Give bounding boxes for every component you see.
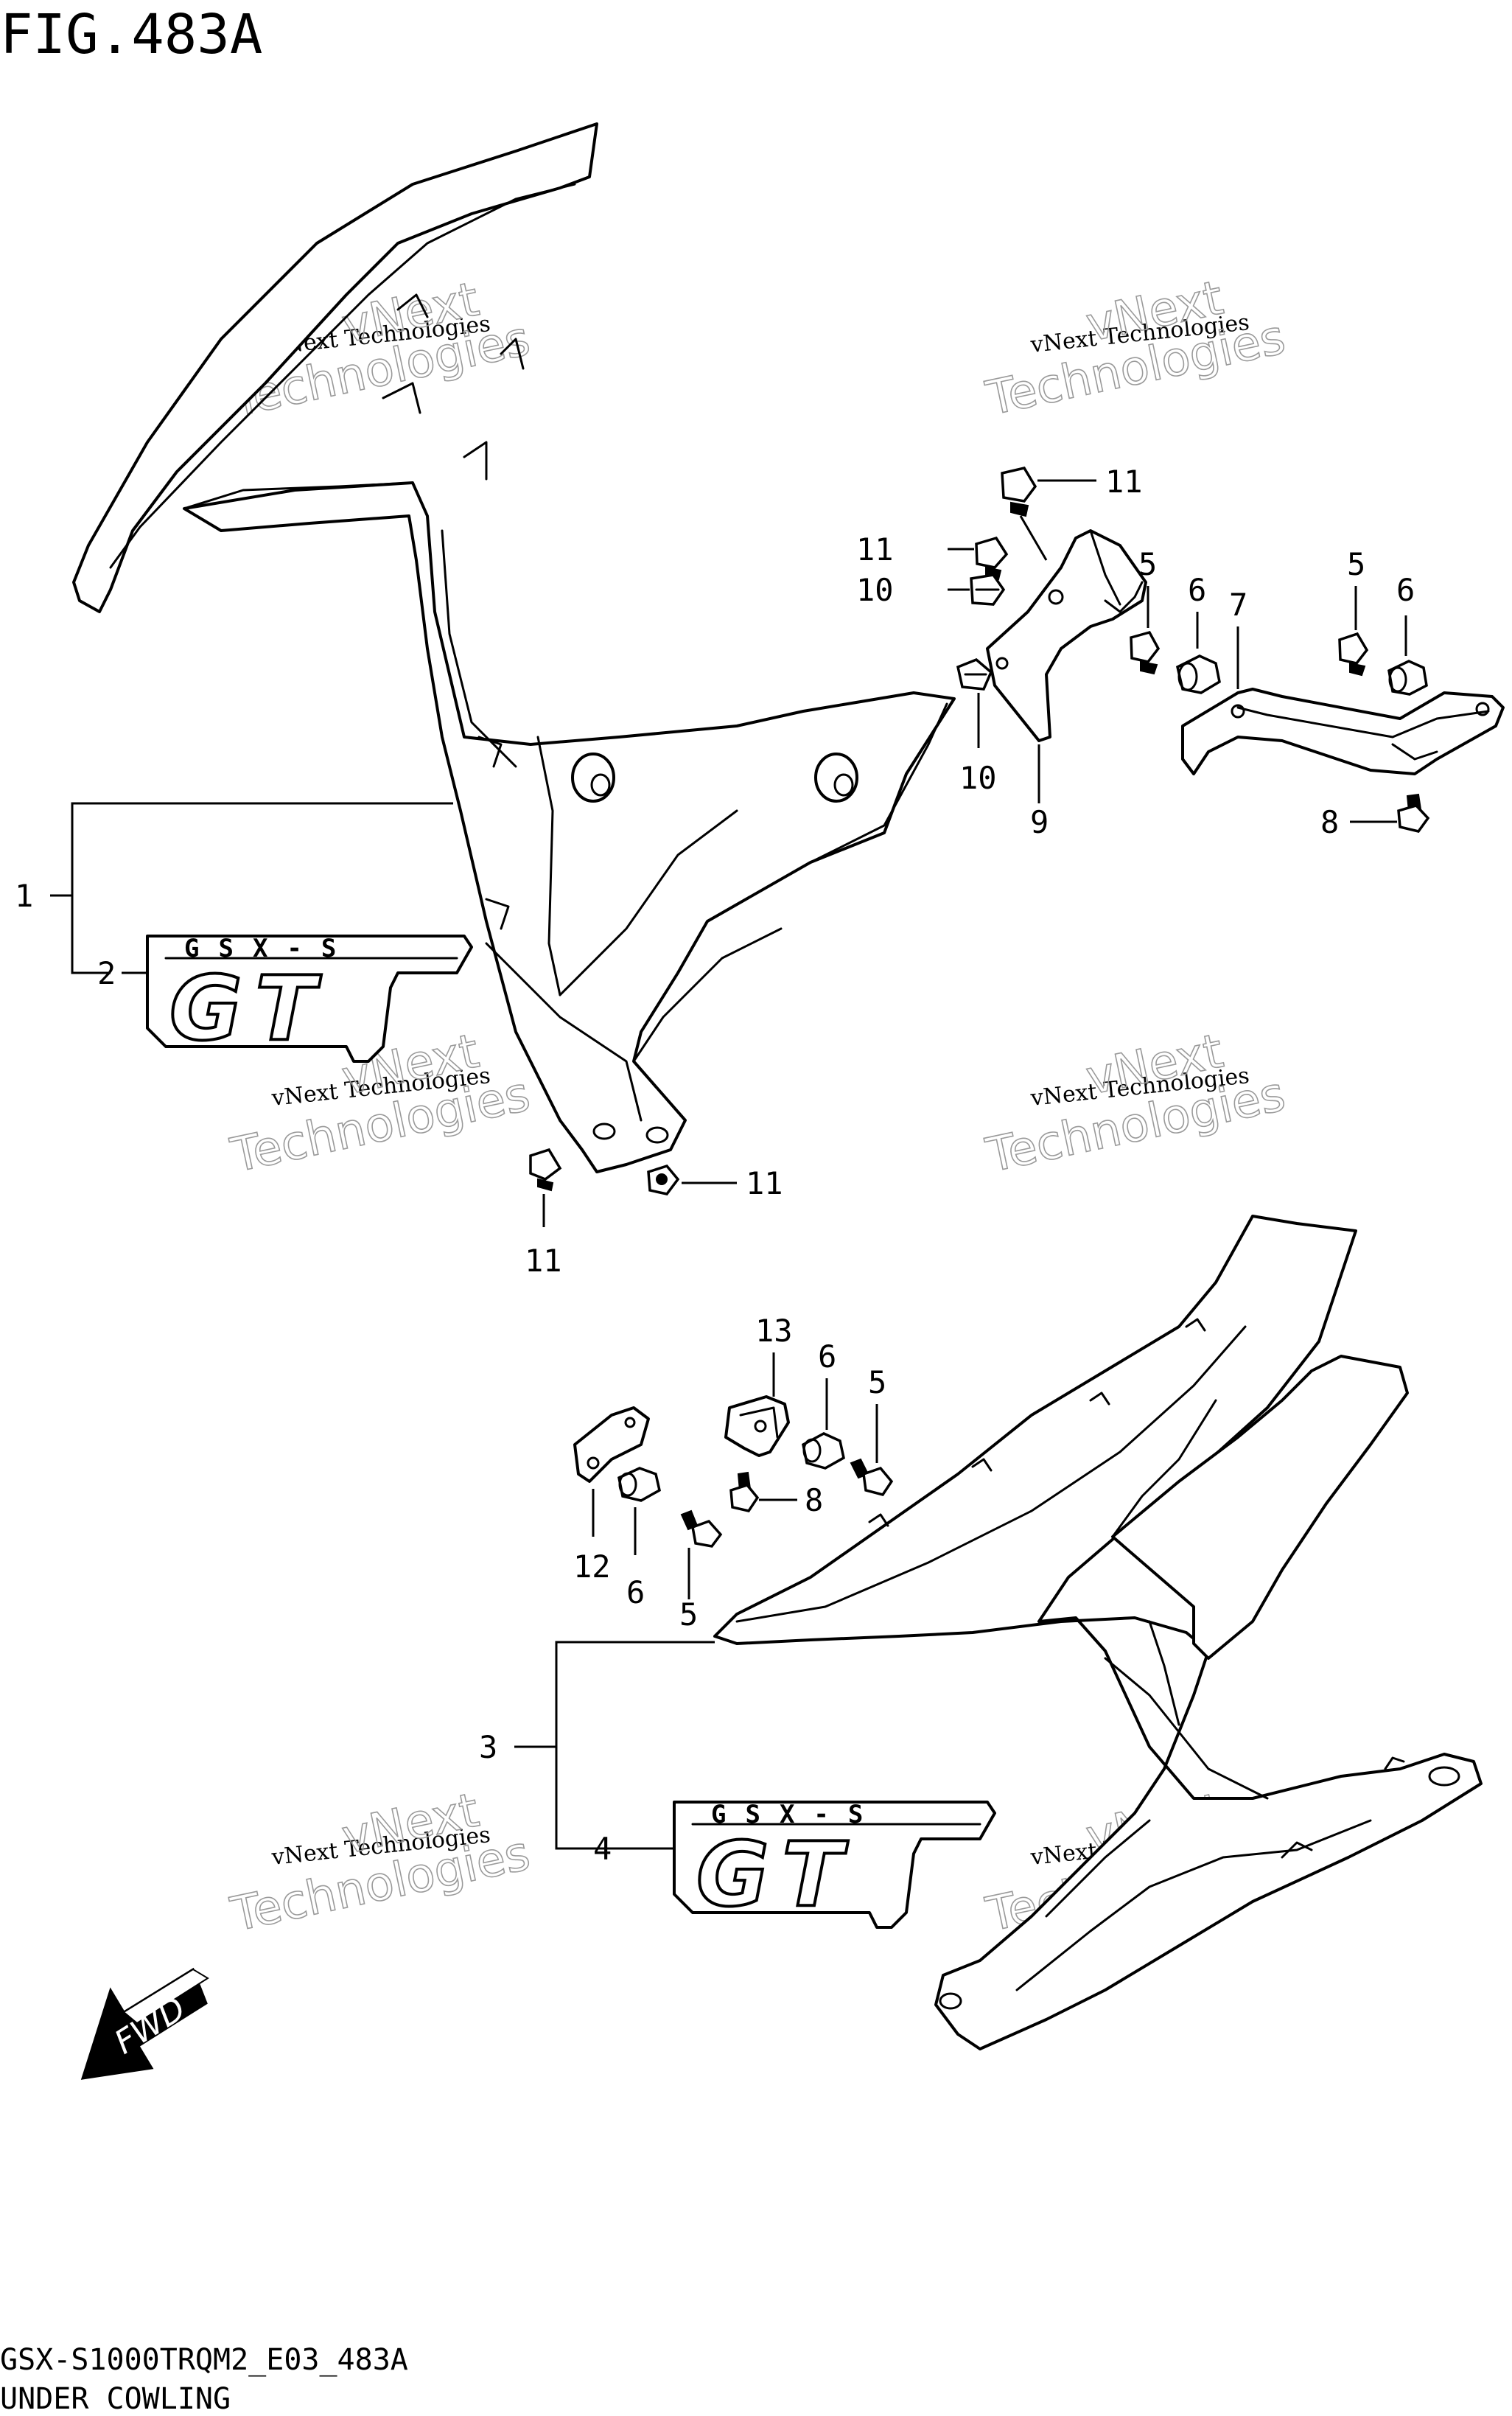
- bolt-11-mid[interactable]: [975, 536, 1009, 581]
- emblem-top-text: GSX-S: [711, 1800, 882, 1829]
- callout-10-upper: 10: [856, 572, 894, 608]
- callout-8-top: 8: [1320, 804, 1339, 840]
- callout-11-lower-left: 11: [525, 1243, 562, 1279]
- nut-10-upper[interactable]: [970, 573, 1006, 606]
- collar-6-right[interactable]: [1387, 660, 1428, 696]
- callout-4: 4: [593, 1831, 612, 1867]
- bracket-1-2: [71, 802, 453, 974]
- collar-6-lower-left[interactable]: [617, 1467, 661, 1502]
- callout-10-lower: 10: [959, 760, 997, 796]
- bolt-11-lower-right[interactable]: [647, 1164, 680, 1195]
- emblem-main-text: GT: [169, 958, 330, 1061]
- collar-6-left[interactable]: [1175, 654, 1221, 694]
- under-cowling-upper-part[interactable]: [72, 122, 956, 1173]
- callout-12: 12: [573, 1549, 611, 1585]
- callout-5-top-right: 5: [1347, 546, 1365, 582]
- bolt-5-lower-right[interactable]: [850, 1458, 894, 1497]
- watermark-top-right: vNext Technologies vNext Technologies: [981, 270, 1290, 427]
- nut-10-lower[interactable]: [956, 657, 993, 691]
- callout-6-top-left: 6: [1188, 572, 1206, 608]
- caption-name: UNDER COWLING: [0, 2382, 231, 2416]
- bracket-12[interactable]: [573, 1406, 650, 1483]
- callout-3: 3: [479, 1729, 497, 1765]
- callout-8-lower: 8: [805, 1482, 823, 1518]
- callout-11-lower-right: 11: [746, 1165, 783, 1201]
- callout-6-lower-right: 6: [818, 1338, 836, 1375]
- bolt-11-top[interactable]: [1001, 467, 1037, 517]
- gsx-s-gt-emblem-lower[interactable]: GSX-S GT: [673, 1800, 996, 1929]
- watermark-bottom-left: vNext Technologies vNext Technologies: [225, 1783, 535, 1944]
- callout-6-top-right: 6: [1396, 572, 1415, 608]
- callout-6-lower-left: 6: [626, 1574, 645, 1610]
- leader-11: [1019, 515, 1048, 561]
- bolt-5-left[interactable]: [1130, 630, 1161, 675]
- callout-5-top-left: 5: [1138, 546, 1157, 582]
- under-cowling-lower-part[interactable]: [713, 1215, 1483, 2050]
- forward-arrow-icon: FWD: [80, 1967, 209, 2080]
- bolt-5-lower-left[interactable]: [680, 1509, 723, 1548]
- callout-11-top: 11: [1105, 464, 1143, 500]
- callout-1: 1: [15, 878, 33, 914]
- emblem-top-text: GSX-S: [184, 934, 355, 963]
- bolt-8-lower[interactable]: [729, 1471, 760, 1512]
- callout-13: 13: [755, 1313, 793, 1349]
- callout-9: 9: [1030, 804, 1049, 840]
- watermark-mid-right: vNext Technologies vNext Technologies: [981, 1024, 1290, 1184]
- bracket-13[interactable]: [724, 1395, 790, 1457]
- bolt-11-lower-left[interactable]: [529, 1148, 562, 1192]
- bracket-3-4: [555, 1641, 715, 1850]
- callout-5-lower-right: 5: [868, 1364, 886, 1400]
- figure-title: FIG.483A: [0, 3, 262, 66]
- bolt-5-right[interactable]: [1338, 632, 1369, 677]
- callout-2: 2: [97, 955, 116, 991]
- callout-5-lower-left: 5: [679, 1596, 698, 1633]
- callout-7: 7: [1229, 587, 1247, 623]
- callout-11-mid: 11: [856, 531, 894, 568]
- bolt-8-top[interactable]: [1397, 793, 1430, 833]
- gsx-s-gt-emblem-upper[interactable]: GSX-S GT: [146, 934, 473, 1063]
- bracket-9[interactable]: [986, 529, 1147, 742]
- collar-6-lower-right[interactable]: [802, 1432, 845, 1470]
- emblem-main-text: GT: [696, 1824, 857, 1927]
- caption-code: GSX-S1000TRQM2_E03_483A: [0, 2343, 408, 2377]
- bracket-7[interactable]: [1181, 688, 1505, 775]
